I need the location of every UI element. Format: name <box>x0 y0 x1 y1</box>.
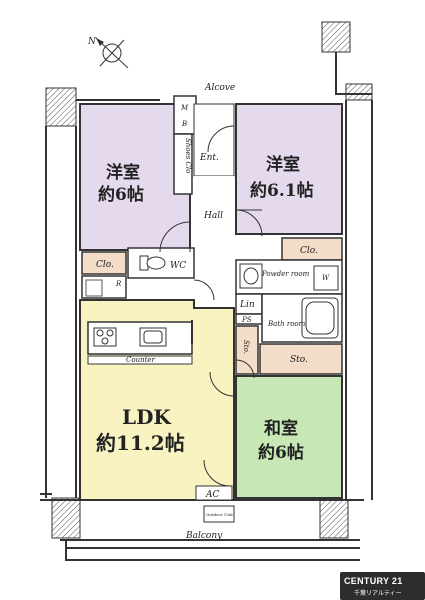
outdoor-unit <box>203 505 235 523</box>
counter-bar <box>87 355 193 365</box>
sink-icon <box>239 263 263 289</box>
ldk-type: LDK <box>122 405 171 429</box>
closet-left <box>81 251 127 275</box>
powder-room-label: Powder room <box>261 270 310 278</box>
ac-label: AC <box>205 490 219 500</box>
western-room-2-size: 約6.1帖 <box>250 180 314 201</box>
shoes-clo-label: Shoes Clo <box>184 138 192 173</box>
hall <box>194 176 234 308</box>
clo-right-label: Clo. <box>300 246 318 256</box>
japanese-room <box>235 375 343 499</box>
western-room-1 <box>79 103 191 251</box>
balcony-label: Balcony <box>185 531 223 541</box>
ent-label: Ent. <box>199 153 219 163</box>
toilet-icon <box>139 255 166 271</box>
western-room-2-type: 洋室 <box>266 154 300 175</box>
bathtub-icon <box>301 297 339 339</box>
washer-icon <box>313 265 339 291</box>
mb-label-b: B <box>181 120 187 128</box>
outdoor-unit-label: Outdoor Unit <box>206 512 233 517</box>
sto-vertical-label: Sto. <box>242 340 250 354</box>
western-room-1-size: 約6帖 <box>98 184 144 205</box>
r-label: R <box>115 280 122 288</box>
counter-label: Counter <box>126 356 156 364</box>
brand-logo-text: CENTURY 21 <box>344 576 403 586</box>
brand-sub-text: 千葉リアルティー <box>354 590 402 597</box>
ac-unit <box>195 485 233 501</box>
wc-label: WC <box>170 261 186 271</box>
wall-lines <box>40 52 373 561</box>
alcove-label: Alcove <box>204 83 235 93</box>
storage <box>259 343 343 375</box>
century21-logo: CENTURY 21 千葉リアルティー <box>340 572 425 600</box>
entrance <box>193 103 235 177</box>
compass-icon: N <box>87 37 129 69</box>
shoes-closet <box>173 133 193 195</box>
stove-icon <box>93 327 117 347</box>
ldk-size: 約11.2帖 <box>96 431 185 455</box>
kitchen-sink-icon <box>139 327 167 347</box>
western-room-2 <box>235 103 343 235</box>
w-label: W <box>322 274 330 282</box>
refrigerator-space <box>81 275 127 299</box>
structural-walls <box>45 21 373 539</box>
mb-box <box>173 95 197 135</box>
refrigerator-icon <box>85 279 103 297</box>
japanese-room-type: 和室 <box>264 418 298 439</box>
storage-vertical <box>235 325 259 375</box>
sto-label: Sto. <box>290 355 308 365</box>
door-swing-icon <box>159 125 263 487</box>
lin-label: Lin <box>239 300 255 310</box>
ps-label: PS <box>241 316 252 324</box>
mb-label-m: M <box>180 104 189 112</box>
bath-room-label: Bath room <box>267 320 306 328</box>
japanese-room-size: 約6帖 <box>258 442 304 463</box>
western-room-1-type: 洋室 <box>106 162 140 183</box>
svg-text:N: N <box>87 37 97 47</box>
hall-label: Hall <box>203 211 223 221</box>
clo-left-label: Clo. <box>96 260 114 270</box>
